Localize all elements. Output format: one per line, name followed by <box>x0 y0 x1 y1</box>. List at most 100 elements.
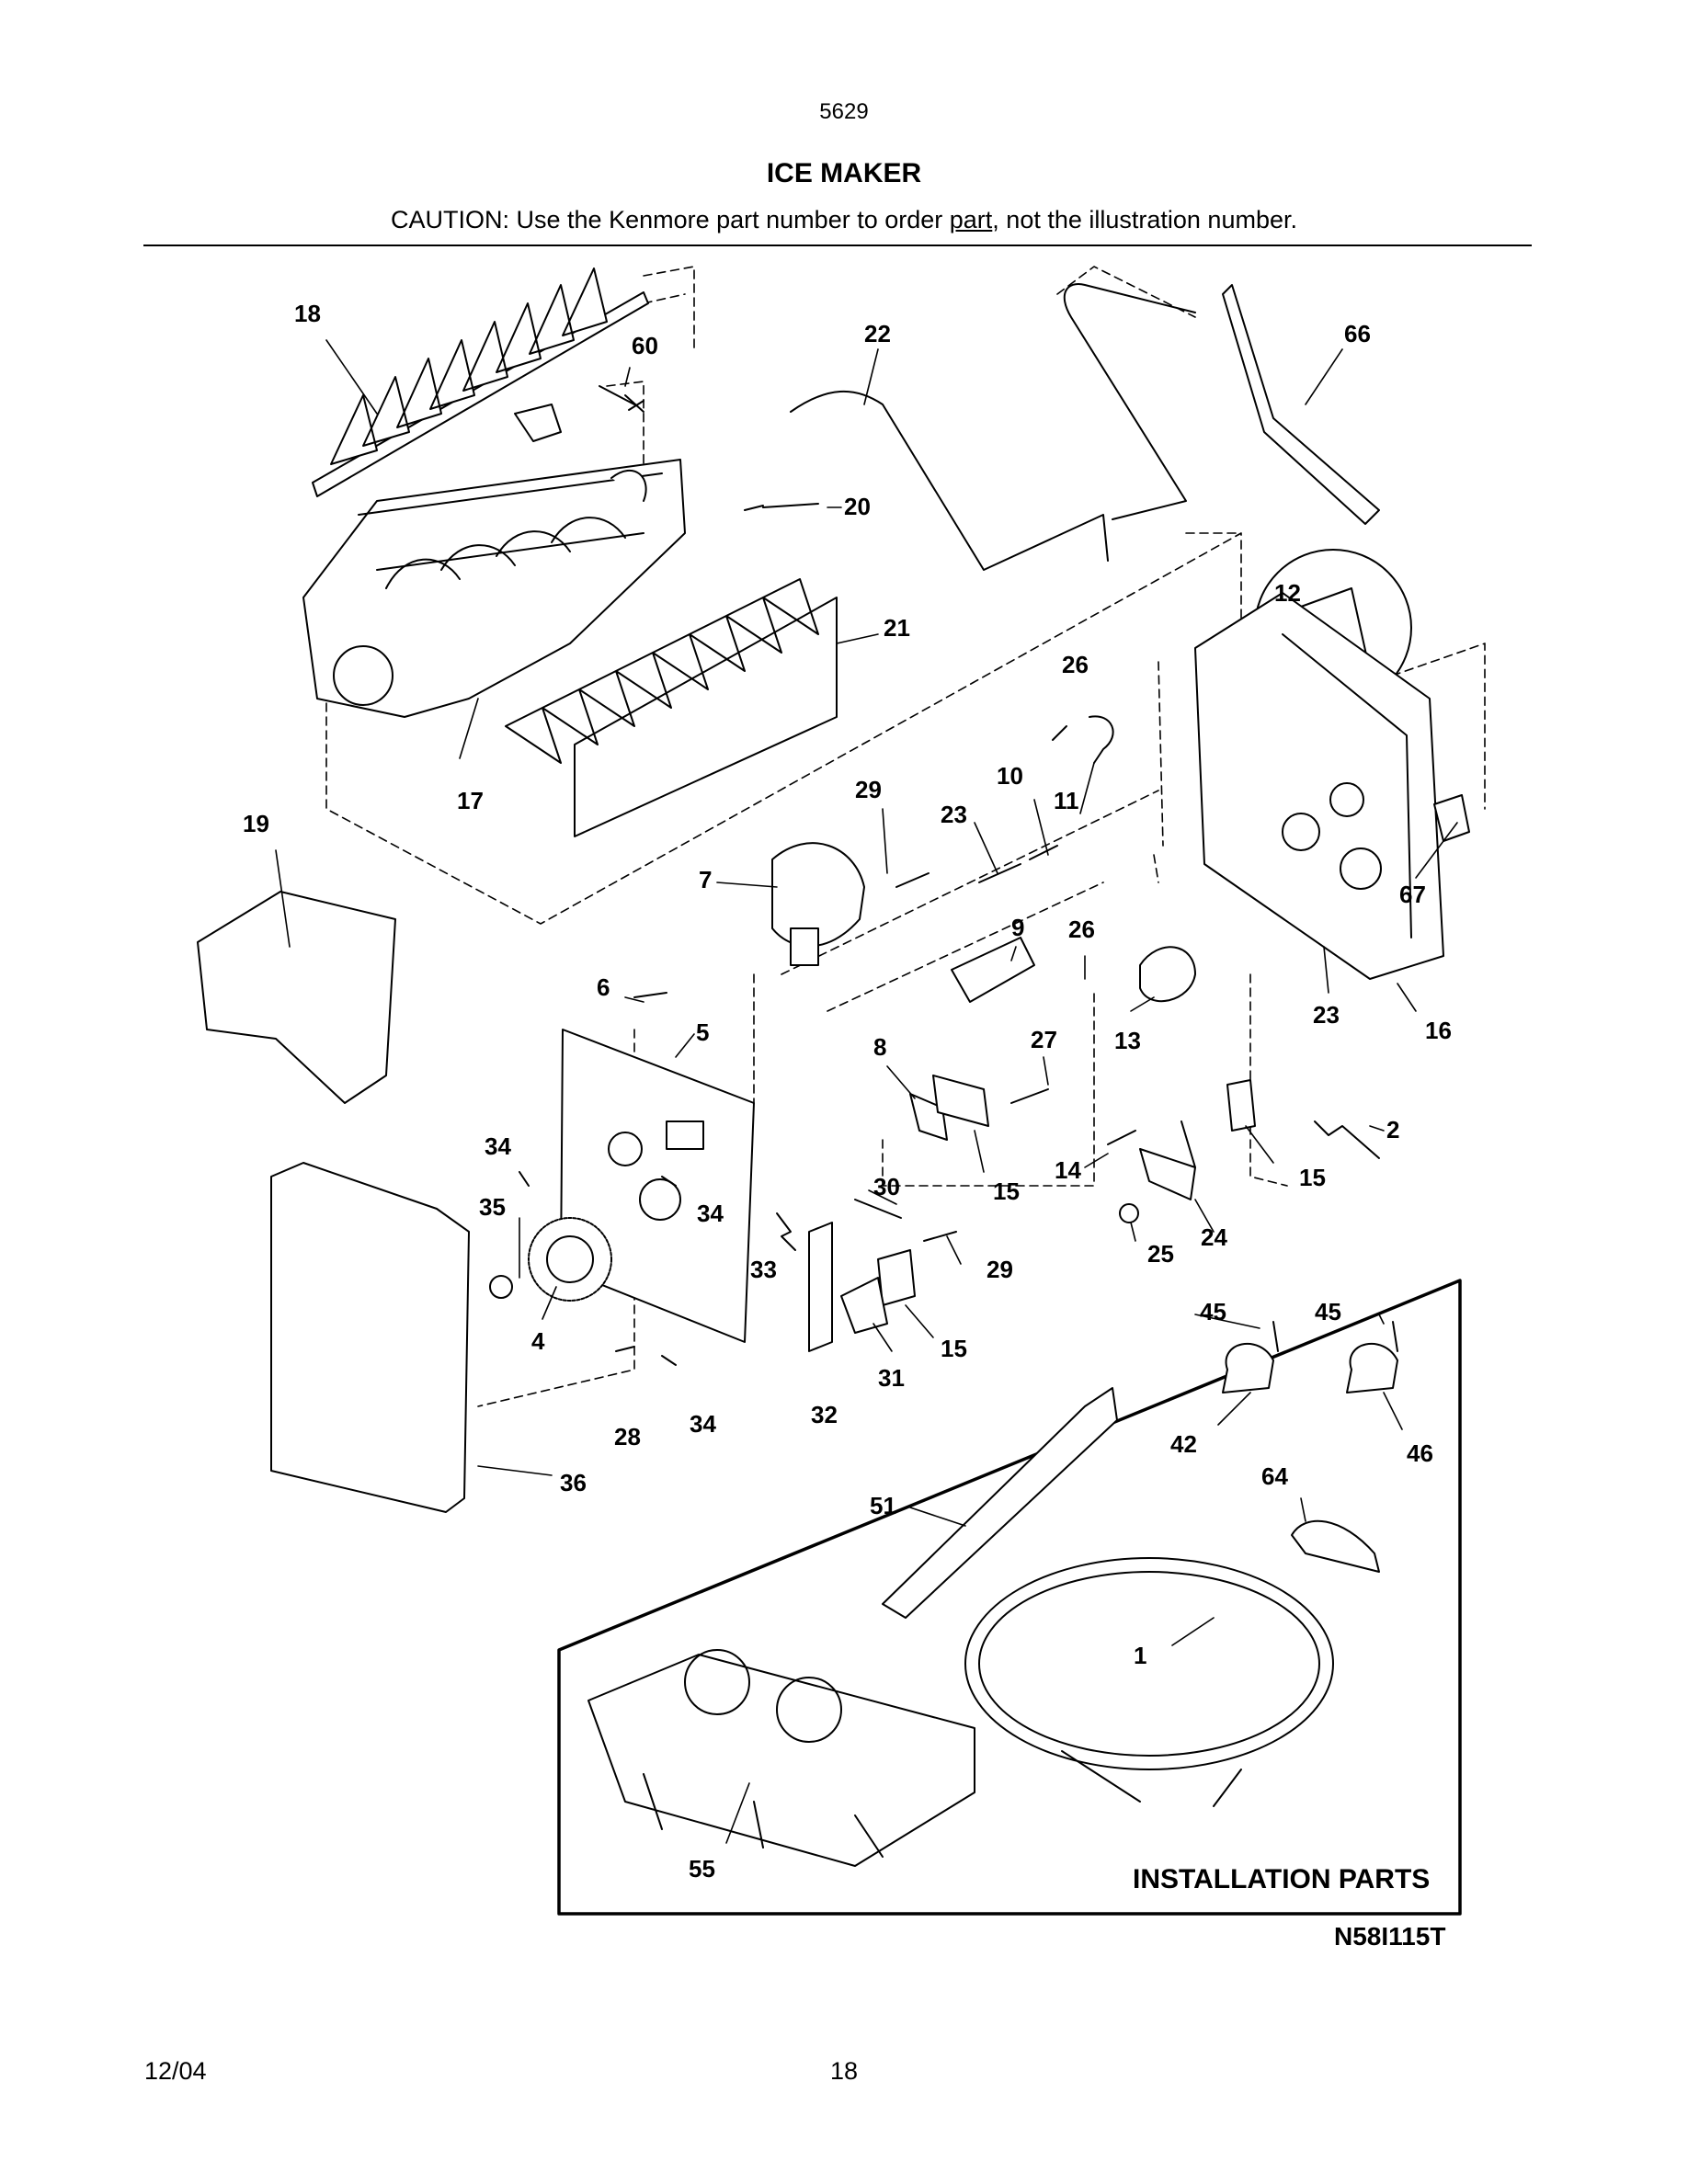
callout-66: 66 <box>1344 320 1371 347</box>
callout-15c: 15 <box>941 1335 967 1362</box>
callout-19: 19 <box>243 810 269 837</box>
model-number: 5629 <box>819 99 869 124</box>
callout-4: 4 <box>531 1327 545 1355</box>
installation-parts-box <box>557 1279 1462 1916</box>
part-30-rod <box>854 1199 902 1219</box>
part-29-screw-b <box>923 1231 957 1242</box>
part-4-gear <box>528 1217 612 1302</box>
caution-link: part <box>949 206 993 233</box>
part-36-front-cover <box>270 1162 470 1513</box>
part-27-rod <box>1010 1088 1049 1104</box>
part-7-motor <box>771 842 865 966</box>
part-17-mold <box>302 404 686 718</box>
callout-34: 34 <box>485 1132 511 1160</box>
callout-5: 5 <box>696 1018 709 1046</box>
part-29-screw <box>895 872 930 888</box>
part-19-cover <box>197 891 396 1104</box>
part-35-washer <box>489 1275 513 1299</box>
callout-25: 25 <box>1147 1240 1174 1268</box>
part-51-fill-tube <box>882 1387 1118 1619</box>
part-1-water-tube <box>964 1557 1334 1807</box>
callout-29: 29 <box>855 776 882 803</box>
part-45-screw-b <box>1392 1321 1398 1352</box>
part-15-switch-a <box>932 1075 989 1127</box>
part-31-plate <box>840 1277 888 1334</box>
callout-42: 42 <box>1170 1430 1197 1458</box>
callout-9: 9 <box>1011 914 1024 941</box>
part-67-switch <box>1433 794 1470 842</box>
part-18-ejector <box>312 267 649 497</box>
part-2-spring <box>1314 1120 1380 1159</box>
callout-13: 13 <box>1114 1027 1141 1054</box>
part-55-water-valve <box>587 1649 975 1867</box>
callout-51: 51 <box>870 1492 896 1519</box>
callout-21: 21 <box>884 614 910 642</box>
callout-20: 20 <box>844 493 871 520</box>
callout-60: 60 <box>632 332 658 359</box>
callout-15b: 15 <box>1299 1164 1326 1191</box>
callout-64: 64 <box>1261 1462 1288 1490</box>
callout-55: 55 <box>689 1855 715 1883</box>
callout-1: 1 <box>1134 1642 1146 1669</box>
part-20-screw <box>744 503 819 511</box>
callout-67: 67 <box>1399 881 1426 908</box>
callout-22: 22 <box>864 320 891 347</box>
part-15-switch-b <box>1226 1079 1256 1132</box>
part-60-screw <box>599 385 644 413</box>
callout-28: 28 <box>614 1423 641 1450</box>
part-13-coil <box>1139 946 1196 1003</box>
part-21-stripper <box>505 578 838 837</box>
callout-34b: 34 <box>697 1200 724 1227</box>
part-26-screw <box>1052 725 1067 741</box>
part-24-arm <box>1139 1120 1196 1200</box>
callout-10: 10 <box>997 762 1023 790</box>
diagram-code: N58I115T <box>1334 1922 1445 1951</box>
part-6-screw <box>633 992 667 998</box>
callout-18: 18 <box>294 300 321 327</box>
callout-24: 24 <box>1201 1223 1227 1251</box>
callout-11: 11 <box>1054 787 1079 814</box>
callout-31: 31 <box>878 1364 905 1392</box>
footer-date: 12/04 <box>144 2057 207 2085</box>
callout-34c: 34 <box>690 1410 716 1438</box>
part-15-switch-c <box>877 1249 916 1306</box>
callout-45a: 45 <box>1200 1298 1226 1325</box>
part-8-bracket <box>909 1093 948 1141</box>
part-45-screw-a <box>1272 1321 1279 1352</box>
callout-27: 27 <box>1031 1026 1057 1053</box>
part-9-thermostat <box>951 937 1035 1003</box>
callout-16: 16 <box>1425 1017 1452 1044</box>
callout-7: 7 <box>699 866 712 893</box>
installation-parts-label: INSTALLATION PARTS <box>1133 1864 1430 1894</box>
callout-46: 46 <box>1407 1439 1433 1467</box>
part-10-pin <box>1029 845 1058 860</box>
callout-23: 23 <box>941 801 967 828</box>
callout-6: 6 <box>597 973 610 1001</box>
callout-17: 17 <box>457 787 484 814</box>
callout-2: 2 <box>1386 1116 1399 1143</box>
header-divider <box>143 245 1532 246</box>
callout-leader-lines <box>275 339 1458 1844</box>
part-11-clip <box>1089 715 1114 764</box>
part-14-screw <box>1107 1130 1136 1145</box>
callout-23b: 23 <box>1313 1001 1340 1029</box>
part-33-spring <box>776 1212 796 1251</box>
callout-35: 35 <box>479 1193 506 1221</box>
callout-14: 14 <box>1055 1156 1081 1184</box>
part-64-bracket <box>1291 1519 1380 1573</box>
caution-suffix: , not the illustration number. <box>992 206 1297 233</box>
caution-note: CAUTION: Use the Kenmore part number to … <box>0 206 1688 234</box>
part-34-screw <box>519 1171 677 1366</box>
callout-8: 8 <box>873 1033 886 1061</box>
page-number: 18 <box>829 2057 859 2085</box>
caution-prefix: CAUTION: Use the Kenmore part number to … <box>391 206 950 233</box>
page-title: ICE MAKER <box>766 158 922 188</box>
part-23-screw <box>978 863 1021 883</box>
part-25-screw <box>1119 1203 1139 1223</box>
callout-36: 36 <box>560 1469 587 1496</box>
callout-26: 26 <box>1062 651 1089 678</box>
callout-30: 30 <box>873 1173 900 1200</box>
part-22-shutoff-arm <box>790 283 1196 571</box>
part-16-housing <box>1194 592 1444 980</box>
